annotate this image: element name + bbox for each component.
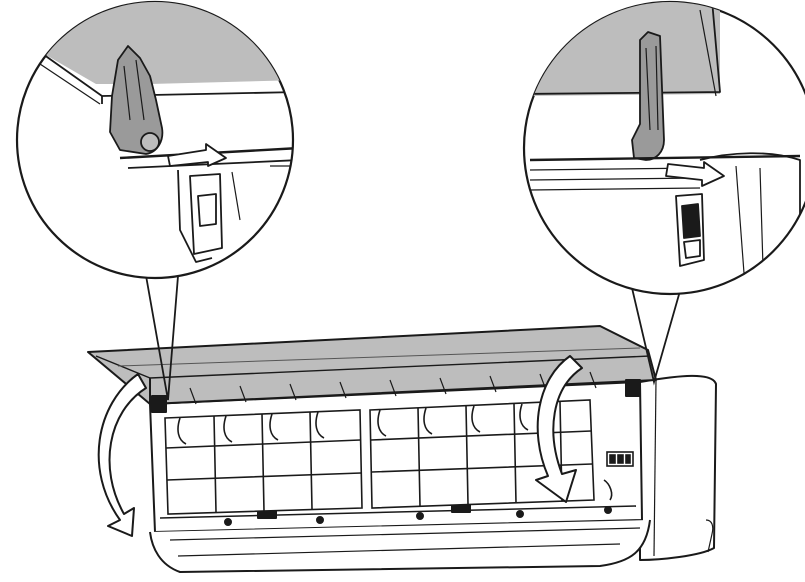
unit-side-panel	[640, 376, 716, 560]
screw	[605, 507, 611, 513]
screw	[417, 513, 423, 519]
screw	[517, 511, 523, 517]
screw	[317, 517, 323, 523]
detail-callout-left	[17, 0, 300, 278]
screw	[225, 519, 231, 525]
hinge-left	[152, 396, 166, 412]
hinge-right	[626, 380, 640, 396]
detail-callout-right	[520, 0, 805, 300]
curved-arrow-left	[99, 374, 146, 536]
